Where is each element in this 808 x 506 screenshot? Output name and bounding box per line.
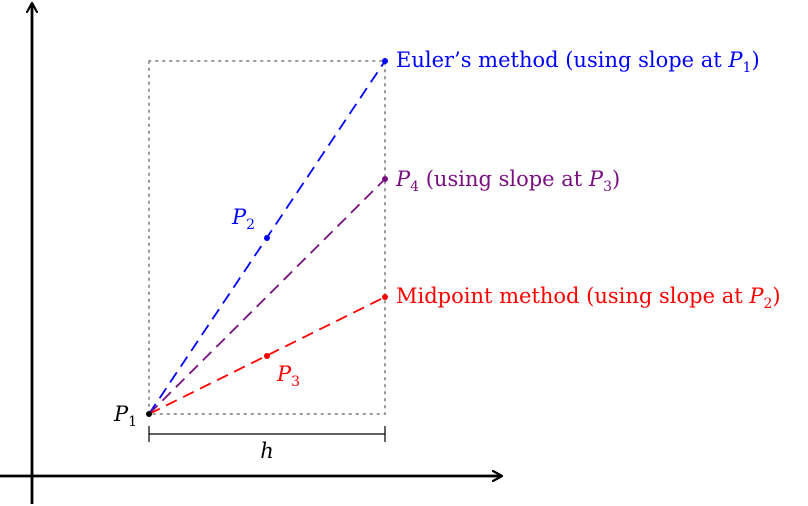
label-p1: P1 xyxy=(113,402,137,430)
label-p3: P3 xyxy=(276,362,300,390)
label-euler: Euler’s method (using slope at P1) xyxy=(396,48,760,76)
point-p2 xyxy=(264,235,270,241)
label-p2: P2 xyxy=(231,205,255,233)
point-p3 xyxy=(264,353,270,359)
p4-line xyxy=(148,178,386,415)
label-p4: P4 (using slope at P3) xyxy=(395,167,620,195)
midpoint-line xyxy=(148,296,386,415)
point-p1 xyxy=(146,411,152,417)
point-p4 xyxy=(382,176,388,182)
label-h: h xyxy=(260,439,274,463)
point-midpoint-end xyxy=(382,294,388,300)
label-midpoint: Midpoint method (using slope at P2) xyxy=(396,284,781,312)
point-euler-end xyxy=(382,58,388,64)
step-box xyxy=(148,60,386,415)
